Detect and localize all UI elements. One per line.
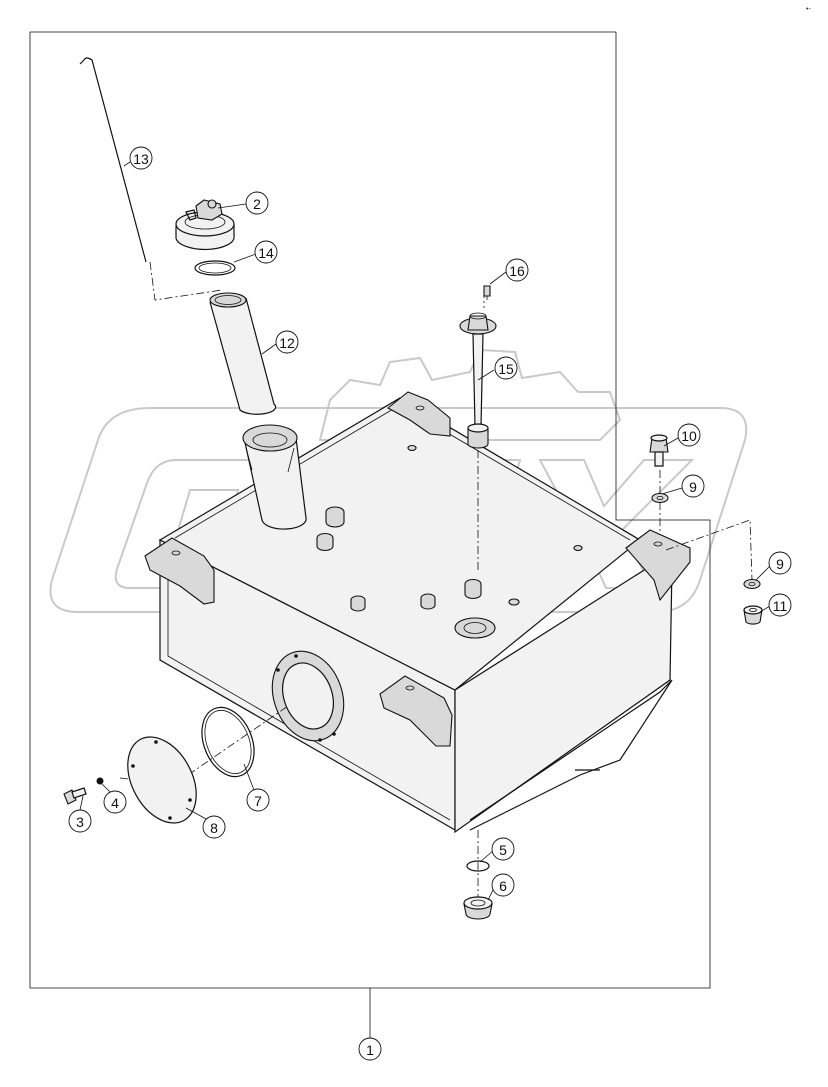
fuel-level-sender [459,312,497,449]
drain-plug [463,896,493,920]
cover-plate [127,736,197,824]
callout-circle [505,258,529,282]
callout-number: 16 [509,263,525,279]
callout-number: 6 [499,878,507,894]
callout-circle [491,873,515,897]
callout-4: 4 [103,790,127,814]
washer-upper [651,492,669,504]
lock-washer [96,777,104,785]
callout-10: 10 [677,423,701,447]
callout-number: 4 [111,795,119,811]
callout-8: 8 [202,815,226,839]
callout-number: 9 [689,479,697,495]
washer-lower [743,578,761,590]
callout-circle [129,146,153,170]
callout-circle [275,330,299,354]
screw [483,285,491,300]
callout-number: 11 [773,598,788,614]
callout-number: 1 [366,1042,374,1058]
tank-top-bosses [316,444,583,639]
callout-number: 2 [253,196,261,212]
drain-seal [466,860,490,872]
callout-circle [103,790,127,814]
cover-bolt [63,787,87,805]
callout-circle [246,788,270,812]
bolt [649,434,669,467]
assembly-boundary [29,31,711,989]
port-gasket [201,706,255,778]
callout-15: 15 [494,356,518,380]
inspection-port [271,650,345,742]
filler-neck [242,424,307,530]
callout-circle [254,240,278,264]
callout-circle [681,474,705,498]
fuel-tank [144,391,691,834]
callout-circle [494,356,518,380]
leader-lines [79,161,771,1038]
callout-number: 13 [133,151,149,167]
callout-number: 7 [254,793,262,809]
snap-ring [194,260,236,276]
callout-circle [768,551,792,575]
callout-number: 10 [681,428,697,444]
callout-number: 3 [76,814,84,830]
callout-circle [491,837,515,861]
callout-11: 11 [768,593,792,617]
callout-2: 2 [245,191,269,215]
callout-6: 6 [491,873,515,897]
callout-circle [202,815,226,839]
callout-number: 8 [210,820,218,836]
dipstick [79,57,147,263]
callout-13: 13 [129,146,153,170]
callout-number: 9 [776,556,784,572]
callout-1: 1 [358,1037,382,1061]
callout-circle [68,809,92,833]
callout-16: 16 [505,258,529,282]
callout-number: 5 [499,842,507,858]
filler-cap [175,199,235,251]
callout-5: 5 [491,837,515,861]
nut [743,605,763,625]
callout-number: 14 [258,245,274,261]
callout-3: 3 [68,809,92,833]
callout-7: 7 [246,788,270,812]
filler-tube [209,292,277,415]
corner-mark: •- [806,6,811,13]
callout-circle [677,423,701,447]
callout-14: 14 [254,240,278,264]
callout-number: 12 [279,335,295,351]
callout-12: 12 [275,330,299,354]
callout-9-upper: 9 [681,474,705,498]
callout-number: 15 [498,361,514,377]
callout-9-lower: 9 [768,551,792,575]
callout-circle [358,1037,382,1061]
callout-circle [768,593,792,617]
callout-circle [245,191,269,215]
